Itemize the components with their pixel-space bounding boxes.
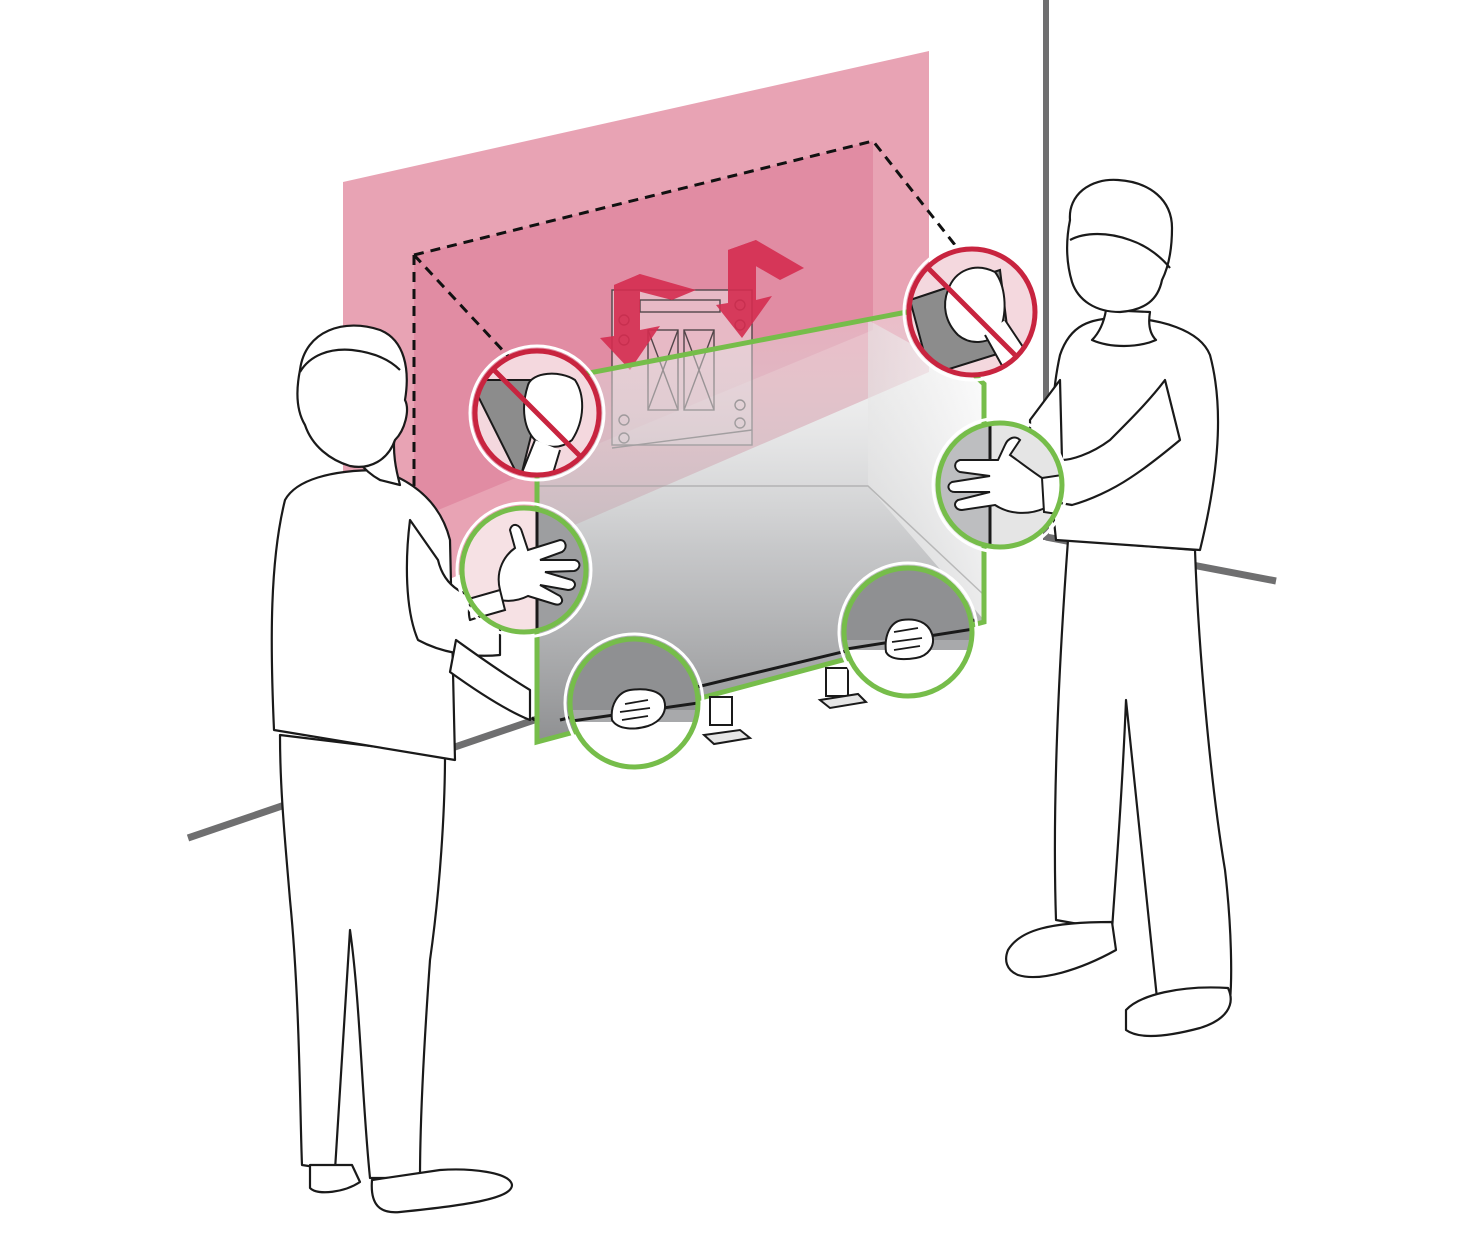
check-grip-icon — [563, 632, 705, 774]
prohibited-grip-icon — [468, 344, 606, 482]
check-grip-icon — [837, 561, 979, 703]
prohibited-grip-icon — [902, 242, 1042, 382]
left-person — [270, 324, 532, 1214]
down-arrow-icon — [600, 240, 804, 370]
check-grip-icon — [931, 416, 1069, 554]
tv-stand-feet — [701, 667, 869, 746]
